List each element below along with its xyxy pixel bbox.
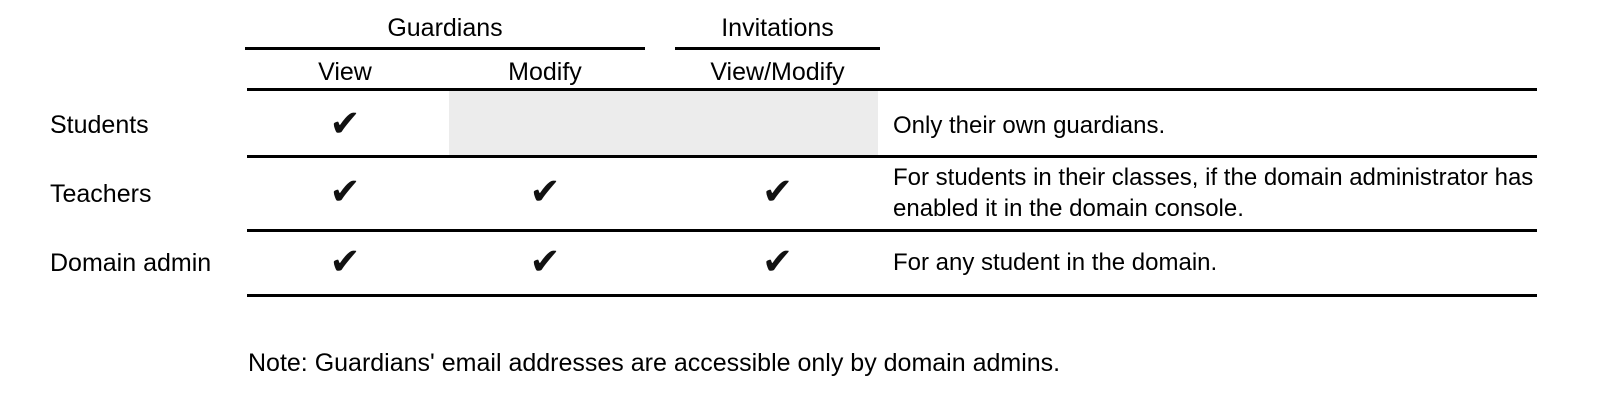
domain-admin-guardians-modify-cell: ✔: [445, 242, 645, 282]
group-header-invitations: Invitations: [721, 14, 834, 42]
row-label-domain-admin: Domain admin: [50, 249, 212, 277]
column-header-view-modify: View/Modify: [710, 58, 845, 86]
students-note: Only their own guardians.: [893, 112, 1166, 139]
table-footnote: Note: Guardians' email addresses are acc…: [248, 349, 1061, 377]
table-rule-after-students: [247, 155, 1537, 158]
check-icon: ✔: [529, 170, 561, 213]
domain-admin-invitations-view-modify-cell: ✔: [675, 242, 880, 282]
teachers-guardians-modify-cell: ✔: [445, 172, 645, 212]
domain-admin-note: For any student in the domain.: [893, 249, 1218, 276]
column-header-view: View: [318, 58, 372, 86]
teachers-note: For students in their classes, if the do…: [893, 164, 1534, 222]
teachers-invitations-view-modify-cell: ✔: [675, 172, 880, 212]
domain-admin-guardians-view-cell: ✔: [245, 242, 445, 282]
table-rule-bottom: [247, 294, 1537, 297]
group-header-guardians: Guardians: [387, 14, 503, 42]
invitations-underline: [675, 47, 880, 50]
check-icon: ✔: [761, 240, 793, 283]
teachers-guardians-view-cell: ✔: [245, 172, 445, 212]
table-rule-after-teachers: [247, 229, 1537, 232]
check-icon: ✔: [329, 170, 361, 213]
row-label-students: Students: [50, 111, 149, 139]
guardians-underline: [245, 47, 645, 50]
check-icon: ✔: [329, 102, 361, 145]
check-icon: ✔: [329, 240, 361, 283]
table-rule-top: [247, 88, 1537, 91]
check-icon: ✔: [761, 170, 793, 213]
check-icon: ✔: [529, 240, 561, 283]
row-label-teachers: Teachers: [50, 180, 152, 208]
column-header-modify: Modify: [508, 58, 582, 86]
students-disabled-cell: [449, 91, 878, 155]
students-guardians-view-cell: ✔: [245, 104, 445, 144]
